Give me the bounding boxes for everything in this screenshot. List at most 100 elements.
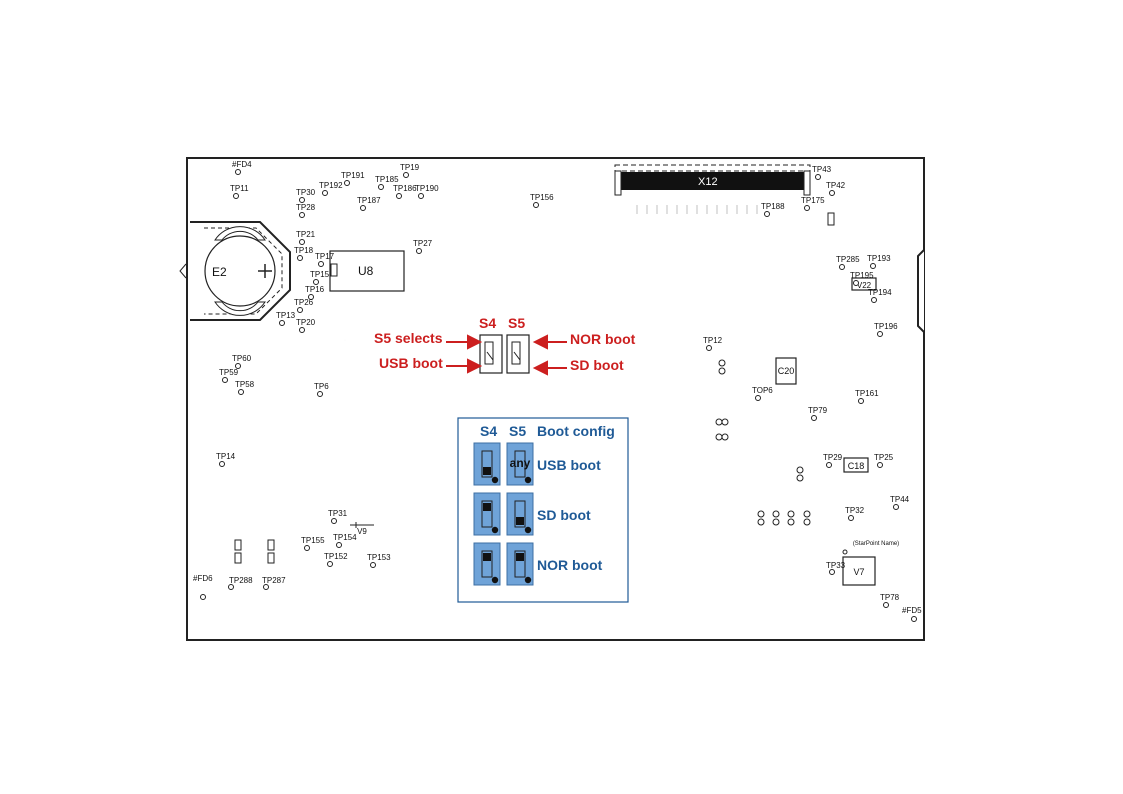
boot-config-label: NOR boot xyxy=(537,557,603,573)
s4-switch-slot xyxy=(481,550,493,578)
test-point-label: TP187 xyxy=(357,196,381,205)
boot-config-label: USB boot xyxy=(537,457,601,473)
test-point-marker xyxy=(883,602,889,608)
test-point-label: TP288 xyxy=(229,576,253,585)
test-point-marker xyxy=(200,594,206,600)
test-point-marker xyxy=(299,239,305,245)
test-point-marker xyxy=(327,561,333,567)
boot-config-row: SD boot xyxy=(473,492,591,536)
test-point-label: TP20 xyxy=(296,318,316,327)
u8-label: U8 xyxy=(358,264,374,278)
test-point-label: TP186 xyxy=(393,184,417,193)
test-point-label: TP42 xyxy=(826,181,846,190)
test-point-marker xyxy=(279,320,285,326)
test-point-label: TP185 xyxy=(375,175,399,184)
test-point-label: TP60 xyxy=(232,354,252,363)
s5-state-any: any xyxy=(510,456,531,470)
test-point-label: TP155 xyxy=(301,536,325,545)
test-point-label: TP59 xyxy=(219,368,239,377)
board-notch xyxy=(917,249,925,333)
test-point-label: TP11 xyxy=(230,184,249,193)
test-point-marker xyxy=(228,584,234,590)
connector-x12: X12 xyxy=(614,164,811,214)
boot-config-label: SD boot xyxy=(537,507,591,523)
test-point-label: TP191 xyxy=(341,171,365,180)
test-point-label: TP287 xyxy=(262,576,286,585)
s5-pin1-dot xyxy=(524,476,532,484)
s5-switch-slot xyxy=(514,550,526,578)
test-point-marker xyxy=(858,398,864,404)
starpoint-label: (StarPoint Name) xyxy=(853,541,899,547)
test-point-label: #FD4 xyxy=(232,160,252,169)
chip-v9: V9 xyxy=(350,522,374,536)
chip-c20: C20 xyxy=(775,357,797,385)
test-point-label: TP193 xyxy=(867,254,891,263)
small-capacitors xyxy=(715,212,835,526)
test-point-label: TP14 xyxy=(216,452,236,461)
s4-pin1-dot xyxy=(491,476,499,484)
test-point-label: TP27 xyxy=(413,239,433,248)
test-point-label: TP28 xyxy=(296,203,316,212)
test-point-label: TP31 xyxy=(328,509,348,518)
s5-switch-graphic xyxy=(506,442,534,486)
s4-switch-knob xyxy=(483,503,491,511)
test-point-label: TOP6 xyxy=(752,386,773,395)
test-point-marker xyxy=(403,172,409,178)
s5-switch-slot xyxy=(514,450,526,478)
test-point-label: TP6 xyxy=(314,382,329,391)
test-point-marker xyxy=(877,462,883,468)
s4-switch-slot xyxy=(481,500,493,528)
callout-nor-boot: NOR boot xyxy=(570,331,636,347)
test-point-label: TP156 xyxy=(530,193,554,202)
switch-s4-footprint xyxy=(479,334,503,374)
callout-arrows xyxy=(446,334,567,376)
chip-u8: U8 xyxy=(329,250,405,292)
test-point-marker xyxy=(317,391,323,397)
test-point-label: TP15 xyxy=(310,270,330,279)
s5-switch-slot xyxy=(514,500,526,528)
test-point-label: TP29 xyxy=(823,453,843,462)
v7-label: V7 xyxy=(853,567,864,577)
v9-label: V9 xyxy=(357,527,367,536)
test-point-label: TP18 xyxy=(294,246,314,255)
test-point-marker xyxy=(263,584,269,590)
test-point-label: TP153 xyxy=(367,553,391,562)
table-header-s5: S5 xyxy=(509,423,526,439)
x12-label: X12 xyxy=(698,176,718,188)
test-point-marker xyxy=(804,205,810,211)
table-header-boot-config: Boot config xyxy=(537,423,615,439)
test-point-label: TP175 xyxy=(801,196,825,205)
test-point-label: TP43 xyxy=(812,165,832,174)
s5-switch-knob xyxy=(516,517,524,525)
test-point-marker xyxy=(308,294,314,300)
test-point-marker xyxy=(848,515,854,521)
test-point-label: TP33 xyxy=(826,561,846,570)
test-point-label: TP25 xyxy=(874,453,894,462)
test-point-marker xyxy=(533,202,539,208)
callout-s5-selects: S5 selects xyxy=(374,330,443,346)
test-point-marker xyxy=(297,255,303,261)
test-point-label: TP192 xyxy=(319,181,343,190)
test-point-marker xyxy=(839,264,845,270)
c18-label: C18 xyxy=(848,461,865,471)
test-point-label: TP79 xyxy=(808,406,828,415)
callouts: S5 selects USB boot NOR boot SD boot xyxy=(374,330,636,376)
test-point-marker xyxy=(829,569,835,575)
test-point-label: TP13 xyxy=(276,311,296,320)
test-point-marker xyxy=(811,415,817,421)
test-point-marker xyxy=(416,248,422,254)
test-point-marker xyxy=(418,193,424,199)
test-point-label: TP17 xyxy=(315,252,335,261)
test-point-marker xyxy=(870,263,876,269)
test-point-label: TP188 xyxy=(761,202,785,211)
test-point-marker xyxy=(299,197,305,203)
test-point-label: TP32 xyxy=(845,506,865,515)
test-point-label: TP196 xyxy=(874,322,898,331)
test-point-marker xyxy=(297,307,303,313)
c20-label: C20 xyxy=(778,366,795,376)
s5-pin1-dot xyxy=(524,526,532,534)
test-point-label: TP195 xyxy=(850,271,874,280)
boot-config-row: NOR boot xyxy=(473,542,603,586)
v22-label: V22 xyxy=(857,281,872,290)
